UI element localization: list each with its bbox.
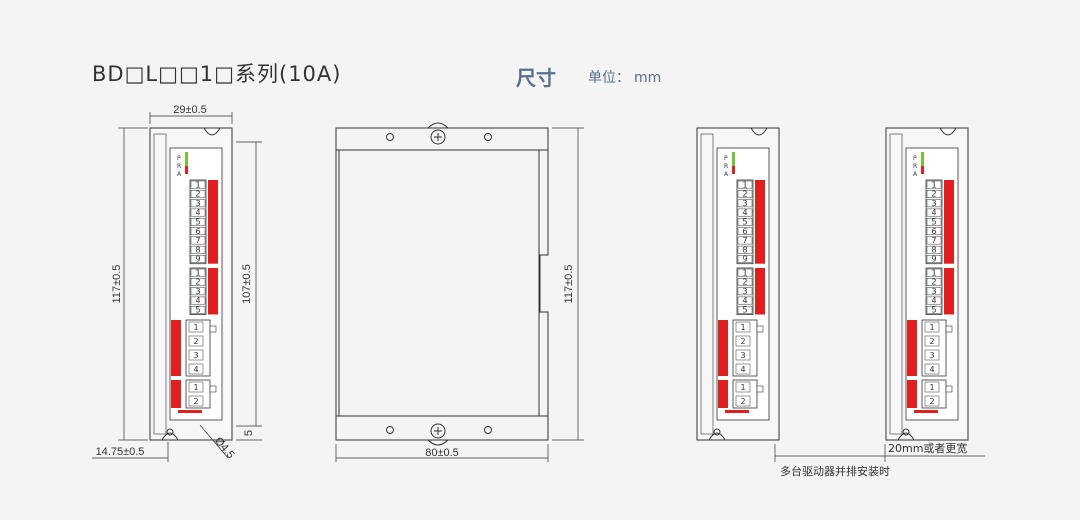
terminal-number: 3: [195, 286, 200, 296]
terminal-number: 9: [931, 254, 936, 264]
terminal-number: 5: [931, 305, 936, 315]
terminal-number: 2: [929, 337, 934, 346]
led-label: A: [724, 171, 729, 178]
led-label: P: [913, 155, 917, 162]
terminal-number: 8: [931, 244, 936, 254]
terminal-number: 9: [195, 254, 200, 264]
terminal-number: 4: [193, 365, 198, 374]
height-inner-label: 107±0.5: [241, 264, 253, 304]
terminal-number: 6: [742, 226, 747, 236]
terminal-number: 2: [742, 277, 747, 287]
terminal-number: 4: [742, 207, 747, 217]
terminal-number: 3: [929, 351, 934, 360]
gap-label: 5: [243, 430, 255, 436]
terminal-number: 3: [742, 198, 747, 208]
terminal-number: 1: [195, 179, 200, 189]
unit-value: mm: [634, 70, 662, 86]
terminal-number: 1: [193, 323, 198, 332]
parallel-note: 多台驱动器并排安装时: [780, 464, 890, 478]
unit-text: 单位：: [588, 70, 630, 86]
terminal-number: 2: [740, 397, 745, 406]
terminal-number: 1: [193, 383, 198, 392]
terminal-number: 1: [931, 179, 936, 189]
terminal-number: 4: [195, 295, 200, 305]
spacing-annotation: 20mm或者更宽 多台驱动器并排安装时: [774, 441, 985, 478]
terminal-number: 1: [742, 179, 747, 189]
led-label: R: [177, 163, 181, 170]
terminal-number: 1: [740, 323, 745, 332]
led-label: A: [177, 171, 182, 178]
terminal-number: 3: [931, 198, 936, 208]
terminal-number: 5: [742, 217, 747, 227]
terminal-number: 5: [195, 305, 200, 315]
terminal-number: 3: [931, 286, 936, 296]
terminal-number: 1: [742, 267, 747, 277]
led-label: A: [913, 171, 918, 178]
terminal-number: 1: [929, 383, 934, 392]
terminal-number: 7: [195, 235, 200, 245]
terminal-number: 4: [740, 365, 745, 374]
terminal-number: 2: [195, 189, 200, 199]
terminal-number: 3: [742, 286, 747, 296]
terminal-number: 2: [740, 337, 745, 346]
led-label: P: [724, 155, 728, 162]
terminal-number: 4: [195, 207, 200, 217]
terminal-number: 7: [931, 235, 936, 245]
terminal-number: 2: [931, 189, 936, 199]
unit-label: 单位：mm: [584, 67, 661, 87]
size-heading: 尺寸: [516, 66, 556, 90]
bottom-offset-label: 14.75±0.5: [96, 446, 145, 458]
terminal-number: 9: [742, 254, 747, 264]
terminal-number: 3: [740, 351, 745, 360]
terminal-number: 1: [740, 383, 745, 392]
terminal-number: 3: [195, 198, 200, 208]
terminal-number: 3: [193, 351, 198, 360]
led-label: R: [724, 163, 728, 170]
terminal-number: 8: [195, 244, 200, 254]
terminal-number: 5: [931, 217, 936, 227]
terminal-number: 1: [931, 267, 936, 277]
spacing-note: 20mm或者更宽: [888, 441, 967, 455]
terminal-number: 1: [929, 323, 934, 332]
led-label: R: [913, 163, 917, 170]
terminal-number: 4: [742, 295, 747, 305]
terminal-number: 2: [193, 397, 198, 406]
terminal-number: 4: [929, 365, 934, 374]
terminal-number: 8: [742, 244, 747, 254]
terminal-number: 7: [742, 235, 747, 245]
terminal-number: 1: [195, 267, 200, 277]
page-title: BD□L□□1□系列(10A): [92, 62, 342, 86]
height-total-label: 117±0.5: [111, 265, 123, 304]
hole-label: Ø4.5: [212, 435, 237, 461]
terminal-number: 2: [929, 397, 934, 406]
side-height-label: 117±0.5: [563, 265, 575, 304]
terminal-number: 5: [742, 305, 747, 315]
terminal-number: 2: [195, 277, 200, 287]
led-label: P: [177, 155, 181, 162]
side-view: 80±0.5 117±0.5: [335, 122, 584, 462]
terminal-number: 6: [931, 226, 936, 236]
terminal-number: 4: [931, 207, 936, 217]
terminal-number: 2: [931, 277, 936, 287]
width-top-label: 29±0.5: [173, 104, 207, 116]
terminal-number: 4: [931, 295, 936, 305]
terminal-number: 5: [195, 217, 200, 227]
terminal-number: 2: [742, 189, 747, 199]
terminal-number: 6: [195, 226, 200, 236]
terminal-number: 2: [193, 337, 198, 346]
side-width-label: 80±0.5: [425, 447, 459, 459]
